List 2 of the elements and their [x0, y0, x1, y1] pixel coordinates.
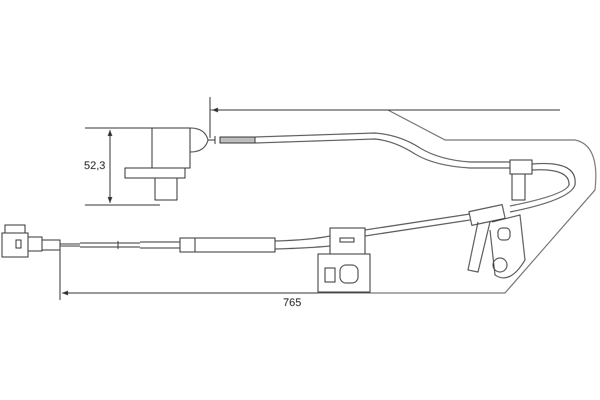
dimension-label: 765 [283, 297, 302, 309]
dimension-label: 52,3 [84, 160, 106, 172]
